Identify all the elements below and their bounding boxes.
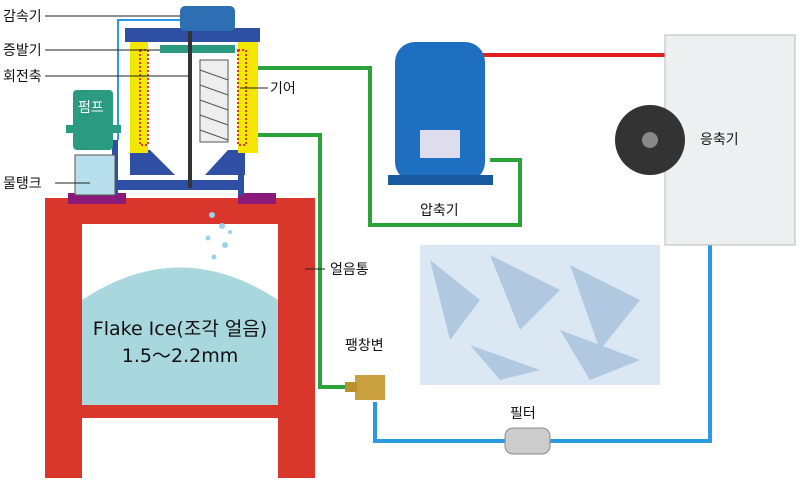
pump <box>66 90 121 196</box>
label-size: 1.5～2.2mm <box>122 345 238 367</box>
label-reducer: 감속기 <box>3 9 42 25</box>
label-evaporator: 증발기 <box>3 43 42 59</box>
ice-bin <box>45 198 315 478</box>
label-compressor: 압축기 <box>420 203 459 219</box>
condenser <box>615 34 796 246</box>
flake-ice-photo <box>420 245 660 385</box>
liquid-to-evap-line <box>255 133 350 389</box>
filter <box>504 427 551 455</box>
label-pump: 펌프 <box>78 100 104 116</box>
label-water-tank: 물탱크 <box>3 176 42 192</box>
label-shaft: 회전축 <box>3 69 42 85</box>
label-condenser: 응축기 <box>700 132 739 148</box>
label-expansion-valve: 팽창변 <box>345 338 384 354</box>
label-flake-ice: Flake Ice(조각 얼음) <box>93 318 267 340</box>
compressor <box>388 42 493 185</box>
falling-ice <box>205 212 232 260</box>
label-filter: 필터 <box>510 406 536 422</box>
label-gear: 기어 <box>270 81 296 97</box>
leader-lines <box>45 15 325 270</box>
label-ice-bin: 얼음통 <box>330 262 369 278</box>
expansion-valve <box>345 375 385 400</box>
suction-line <box>255 66 522 227</box>
